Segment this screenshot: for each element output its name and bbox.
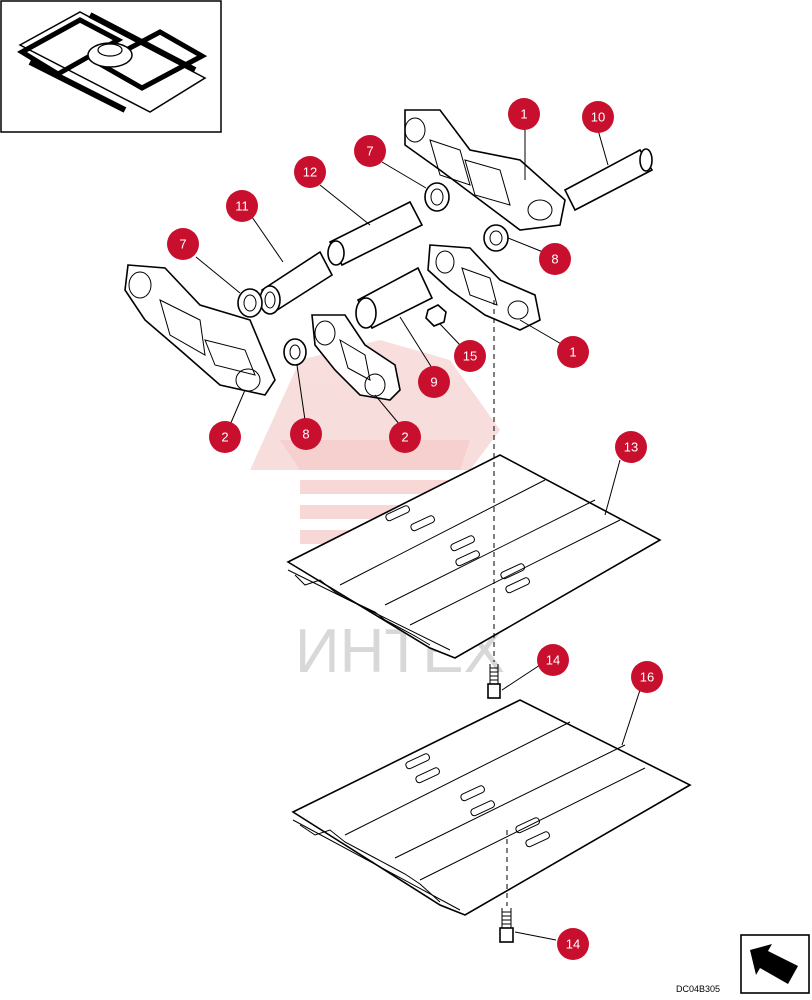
callout-13: 13 — [615, 431, 647, 463]
seal-part-7-lower — [237, 288, 263, 318]
track-pin-part-10 — [563, 148, 654, 212]
svg-text:11: 11 — [235, 199, 249, 214]
track-shoe-part-16 — [291, 699, 692, 916]
bolt-part-14-upper — [487, 664, 501, 699]
callout-1-top: 1 — [508, 98, 540, 130]
callout-9: 9 — [418, 366, 450, 398]
svg-text:15: 15 — [463, 349, 477, 364]
track-link-part-1-lower — [427, 244, 541, 331]
bolt-part-14-lower — [499, 908, 514, 943]
svg-text:12: 12 — [303, 165, 317, 180]
svg-text:10: 10 — [591, 110, 605, 125]
track-link-part-1-upper — [404, 109, 566, 231]
svg-text:14: 14 — [546, 653, 560, 668]
svg-text:7: 7 — [366, 144, 373, 159]
svg-text:13: 13 — [624, 440, 638, 455]
callout-14-upper: 14 — [537, 644, 569, 676]
svg-text:14: 14 — [566, 937, 580, 952]
svg-text:2: 2 — [401, 430, 408, 445]
callout-15: 15 — [454, 340, 486, 372]
track-link-part-2-right — [311, 314, 401, 401]
seal-part-8-upper — [483, 224, 509, 252]
callout-10: 10 — [582, 101, 614, 133]
callout-2-right: 2 — [389, 421, 421, 453]
arrow-orientation-icon — [740, 934, 810, 994]
track-shoe-part-13 — [286, 454, 662, 659]
seal-part-8-lower — [283, 338, 307, 366]
callout-7-top: 7 — [354, 135, 386, 167]
svg-text:2: 2 — [221, 430, 228, 445]
nut-part-15 — [425, 304, 447, 327]
track-link-part-2-left — [124, 264, 276, 396]
svg-text:1: 1 — [569, 345, 576, 360]
bushing-part-12 — [327, 200, 424, 267]
callout-7-left: 7 — [167, 228, 199, 260]
svg-text:8: 8 — [551, 252, 558, 267]
callout-14-lower: 14 — [557, 928, 589, 960]
leader-lines — [195, 128, 641, 941]
svg-text:7: 7 — [179, 237, 186, 252]
svg-text:1: 1 — [520, 107, 527, 122]
callout-16: 16 — [631, 661, 663, 693]
bushing-part-11 — [259, 250, 334, 315]
svg-text:9: 9 — [430, 375, 437, 390]
callout-12: 12 — [294, 156, 326, 188]
svg-text:16: 16 — [640, 670, 654, 685]
callout-8-right: 8 — [539, 243, 571, 275]
seal-part-7-upper — [424, 182, 450, 212]
drawing-code: DC04B305 — [676, 984, 721, 994]
svg-text:8: 8 — [302, 427, 309, 442]
callout-8-bottom: 8 — [290, 418, 322, 450]
callout-1-right: 1 — [557, 336, 589, 368]
bushing-part-9 — [355, 266, 434, 330]
callout-2-left: 2 — [209, 421, 241, 453]
callout-11: 11 — [226, 190, 258, 222]
machine-thumbnail-icon — [0, 0, 222, 133]
